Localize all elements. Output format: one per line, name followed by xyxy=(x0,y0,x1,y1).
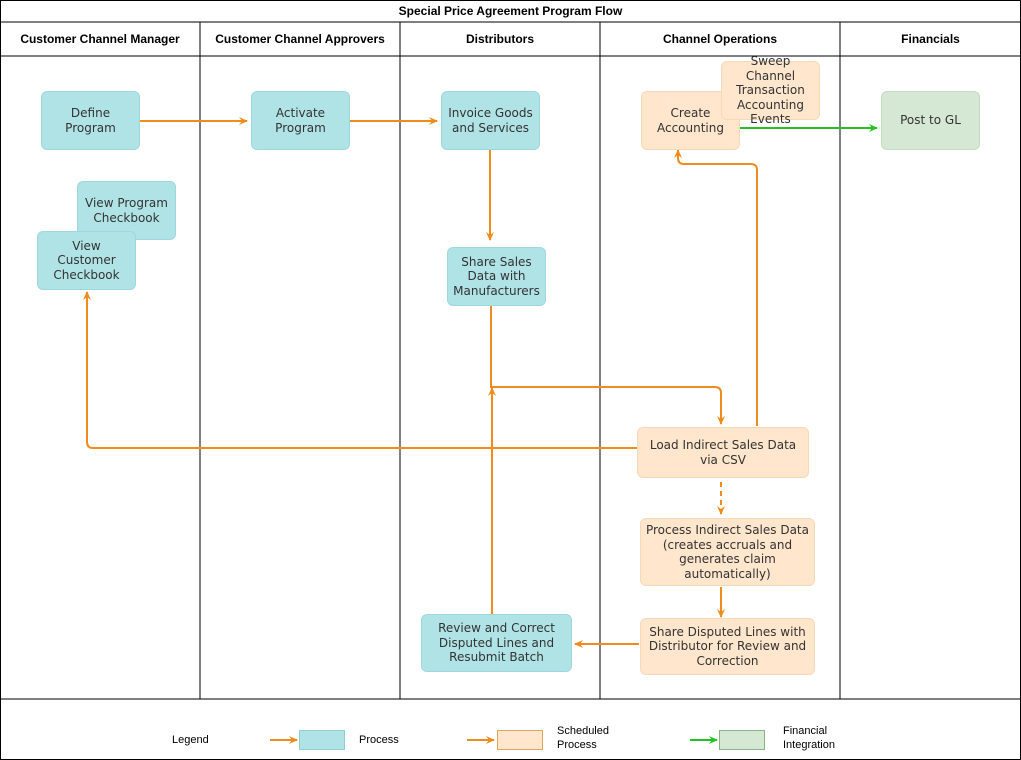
node-post-to-gl[interactable]: Post to GL xyxy=(881,91,980,150)
arrow-load-to-customer-checkbook xyxy=(83,291,637,449)
legend-financial-label: Financial Integration xyxy=(783,725,835,751)
node-share-sales-data[interactable]: Share Sales Data with Manufacturers xyxy=(447,247,546,306)
node-view-program-checkbook[interactable]: View Program Checkbook xyxy=(77,181,176,240)
node-view-customer-checkbook[interactable]: View Customer Checkbook xyxy=(37,231,136,290)
node-share-disputed-lines[interactable]: Share Disputed Lines with Distributor fo… xyxy=(640,618,815,675)
node-review-correct[interactable]: Review and Correct Disputed Lines and Re… xyxy=(421,614,572,672)
node-invoice-goods[interactable]: Invoice Goods and Services xyxy=(441,91,540,150)
lane-header-customer-channel-approvers: Customer Channel Approvers xyxy=(215,32,385,46)
legend-scheduled-label: Scheduled Process xyxy=(557,725,609,751)
lane-header-channel-operations: Channel Operations xyxy=(662,32,778,46)
node-define-program[interactable]: Define Program xyxy=(41,91,140,150)
legend-title: Legend xyxy=(172,734,209,746)
lane-header-distributors: Distributors xyxy=(465,32,534,46)
node-process-indirect-sales[interactable]: Process Indirect Sales Data (creates acc… xyxy=(640,518,815,586)
arrow-load-to-create-accounting xyxy=(674,149,758,426)
node-sweep-channel[interactable]: Sweep Channel Transaction Accounting Eve… xyxy=(721,54,820,126)
node-load-indirect-sales[interactable]: Load Indirect Sales Data via CSV xyxy=(637,427,809,478)
legend-process-label: Process xyxy=(359,734,399,746)
legend-financial-swatch xyxy=(719,730,765,750)
lane-header-customer-channel-manager: Customer Channel Manager xyxy=(20,32,180,46)
node-activate-program[interactable]: Activate Program xyxy=(251,91,350,150)
arrow-share-sales-to-load xyxy=(490,306,725,425)
legend-scheduled-swatch xyxy=(497,730,543,750)
diagram-title: Special Price Agreement Program Flow xyxy=(398,4,623,18)
legend-process-swatch xyxy=(299,730,345,750)
lane-header-financials: Financials xyxy=(901,32,960,46)
